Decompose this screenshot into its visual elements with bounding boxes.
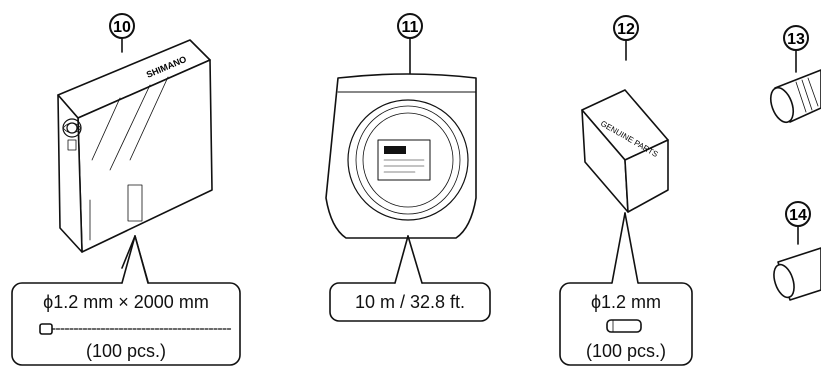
svg-text:12: 12 <box>617 21 635 38</box>
small-cap-icon <box>606 319 642 333</box>
svg-text:11: 11 <box>402 19 419 36</box>
item-number-14: 14 <box>785 201 811 227</box>
spec-label-10: ϕ1.2 mm × 2000 mm <box>43 292 209 312</box>
item-number-13: 13 <box>783 25 809 51</box>
coiled-cable-bag-icon <box>325 37 477 239</box>
item-number-10: 10 <box>109 13 135 39</box>
svg-text:14: 14 <box>789 207 807 224</box>
inner-cable-icon <box>39 323 233 335</box>
qty-label-10: (100 pcs.) <box>85 341 167 361</box>
spec-label-12: ϕ1.2 mm <box>590 292 662 312</box>
end-cap-box-icon <box>581 39 669 213</box>
outer-casing-cap-icon <box>769 49 821 124</box>
spec-label-11: 10 m / 32.8 ft. <box>354 292 466 312</box>
cable-end-cap-icon <box>773 225 821 301</box>
qty-label-12: (100 pcs.) <box>585 341 667 361</box>
cable-box-icon <box>57 37 213 283</box>
item-number-11: 11 <box>397 13 423 39</box>
svg-text:13: 13 <box>787 31 805 48</box>
item-number-12: 12 <box>613 15 639 41</box>
svg-text:10: 10 <box>113 19 131 36</box>
